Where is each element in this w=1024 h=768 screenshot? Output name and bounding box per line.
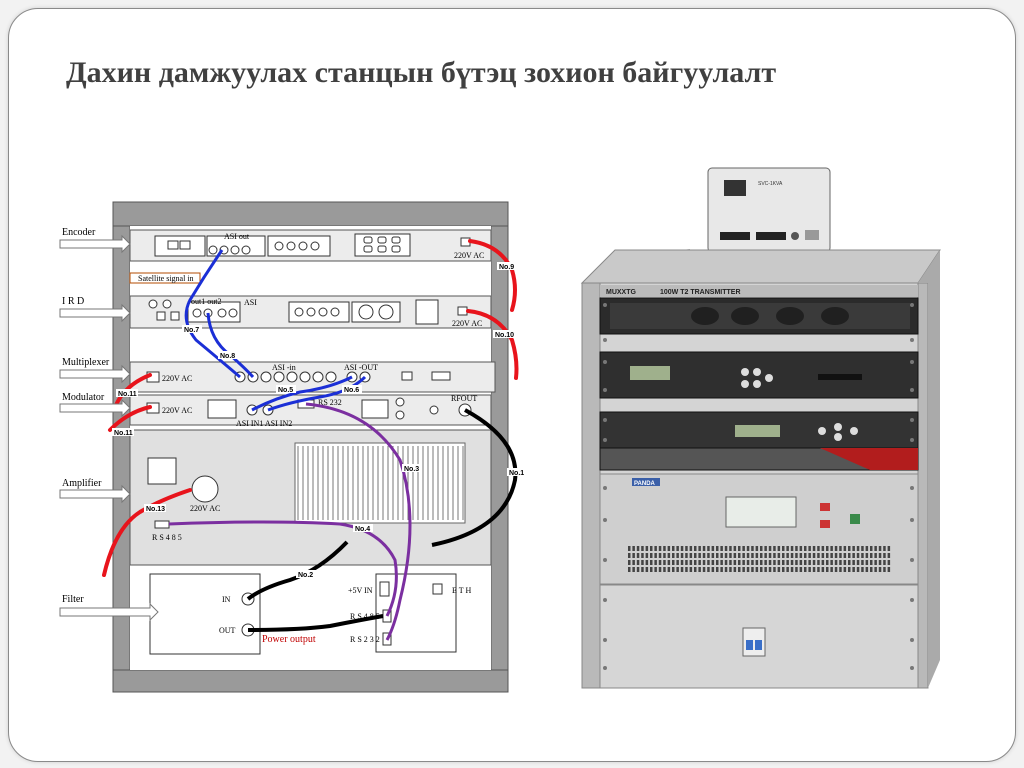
asi-outm-label: ASI -OUT — [344, 363, 378, 372]
ird-ac-label: 220V AC — [452, 319, 482, 328]
mod-rs232-label: RS 232 — [318, 398, 342, 407]
filter-in-label: IN — [222, 595, 231, 604]
tag-no3: No.3 — [404, 466, 419, 473]
label-filter: Filter — [62, 594, 84, 605]
transmitter-photo: SVC-1KVA MUXXTG 100W T2 TRANSMITTER P — [580, 167, 941, 689]
out12-label: out1 out2 — [191, 297, 221, 306]
tag-no6: No.6 — [344, 387, 359, 394]
tag-no13: No.13 — [146, 506, 165, 513]
ctl-rs232-label: R S 2 3 2 — [350, 635, 380, 644]
tag-no11a: No.11 — [118, 391, 137, 398]
tag-no9: No.9 — [499, 264, 514, 271]
label-encoder: Encoder — [62, 227, 96, 238]
asi-in-label: ASI -in — [272, 363, 296, 372]
filter-unit — [149, 573, 261, 655]
mux-ac-label: 220V AC — [162, 374, 192, 383]
amp-brand-label: PANDA — [634, 481, 656, 487]
filter-out-label: OUT — [219, 626, 236, 635]
tag-no1: No.1 — [509, 470, 524, 477]
rf-cables — [246, 408, 518, 632]
tag-no4: No.4 — [355, 526, 370, 533]
stabilizer-label: SVC-1KVA — [758, 181, 783, 187]
power-output-label: Power output — [262, 634, 316, 645]
asi-out-label: ASI out — [224, 232, 250, 241]
rack-diagram: ASI out 220V AC Satellite signal in out1… — [59, 201, 527, 693]
rfout-label: RFOUT — [451, 394, 477, 403]
tag-no8: No.8 — [220, 353, 235, 360]
label-modulator: Modulator — [62, 392, 105, 403]
tag-no7: No.7 — [184, 327, 199, 334]
tag-no5: No.5 — [278, 387, 293, 394]
brand-label: MUXXTG — [606, 289, 637, 296]
connection-tags: No.9 No.10 No.7 No.8 No.5 No.6 No.11 No.… — [112, 262, 527, 579]
label-ird: I R D — [62, 296, 84, 307]
tag-no2: No.2 — [298, 572, 313, 579]
label-multiplexer: Multiplexer — [62, 357, 110, 368]
label-amplifier: Amplifier — [62, 478, 102, 489]
eth-label: E T H — [452, 586, 471, 595]
satellite-in-label: Satellite signal in — [138, 274, 194, 283]
heatsink — [294, 442, 466, 524]
model-label: 100W T2 TRANSMITTER — [660, 289, 741, 296]
tag-no11b: No.11 — [114, 430, 133, 437]
asi-in12-label: ASI IN1 ASI IN2 — [236, 419, 292, 428]
encoder-ac-label: 220V AC — [454, 251, 484, 260]
ctl-rs485-label: R S 4 8 5 — [350, 612, 380, 621]
ird-asi-label: ASI — [244, 298, 257, 307]
v5in-label: +5V IN — [348, 586, 373, 595]
tag-no10: No.10 — [495, 332, 514, 339]
serial-cables — [168, 402, 412, 641]
amp-ac-label: 220V AC — [190, 504, 220, 513]
mod-ac-label: 220V AC — [162, 406, 192, 415]
page-title: Дахин дамжуулах станцын бүтэц зохион бай… — [66, 56, 777, 89]
side-labels: Encoder I R D Multiplexer Modulator Ampl… — [59, 227, 159, 622]
amp-rs485-label: R S 4 8 5 — [152, 533, 182, 542]
